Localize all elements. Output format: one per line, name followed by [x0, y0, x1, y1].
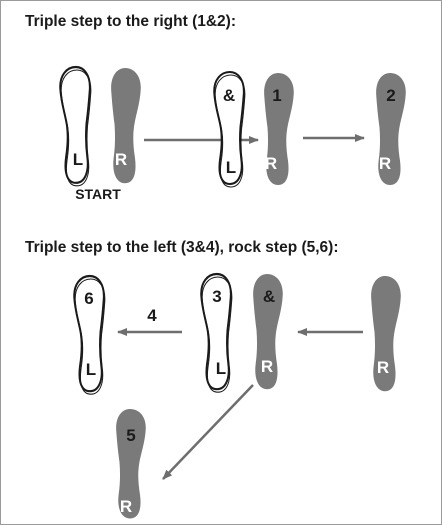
footprint-s1-one-right: 1 R [264, 73, 294, 185]
start-label: START [75, 186, 121, 202]
footprint-s2-start-right: R [371, 276, 401, 392]
step-label-and: & [263, 287, 275, 306]
foot-label-l: L [73, 150, 83, 169]
foot-label-r: R [120, 497, 132, 516]
foot-label-r: R [265, 154, 277, 173]
step-label-1: 1 [272, 86, 281, 105]
foot-label-r: R [115, 150, 127, 169]
step-label-5: 5 [126, 426, 135, 445]
footprint-s1-and-left: & L [213, 70, 246, 188]
arrow-label-4: 4 [147, 306, 157, 325]
step-label-6: 6 [84, 289, 93, 308]
foot-label-r: R [377, 358, 389, 377]
footprint-s2-five-right: 5 R [116, 409, 146, 519]
foot-label-l: L [216, 359, 226, 378]
footprint-s1-start-left: L [59, 65, 92, 187]
step-label-2: 2 [386, 86, 395, 105]
foot-label-r: R [261, 357, 273, 376]
footprint-s1-two-right: 2 R [376, 73, 406, 185]
footprint-s2-six-left: 6 L [73, 274, 106, 395]
arrow-s2-and-to-five [162, 384, 254, 480]
step-label-and: & [223, 86, 235, 105]
step-label-3: 3 [212, 287, 221, 306]
foot-label-l: L [86, 360, 96, 379]
footprint-s1-start-right: R [111, 68, 141, 184]
section-1-heading: Triple step to the right (1&2): [25, 13, 236, 30]
section-2-heading: Triple step to the left (3&4), rock step… [25, 239, 339, 256]
footprint-s2-three-left: 3 L [200, 272, 233, 393]
footprint-s2-and-right: & R [253, 274, 283, 390]
foot-label-r: R [379, 154, 391, 173]
foot-label-l: L [226, 158, 236, 177]
